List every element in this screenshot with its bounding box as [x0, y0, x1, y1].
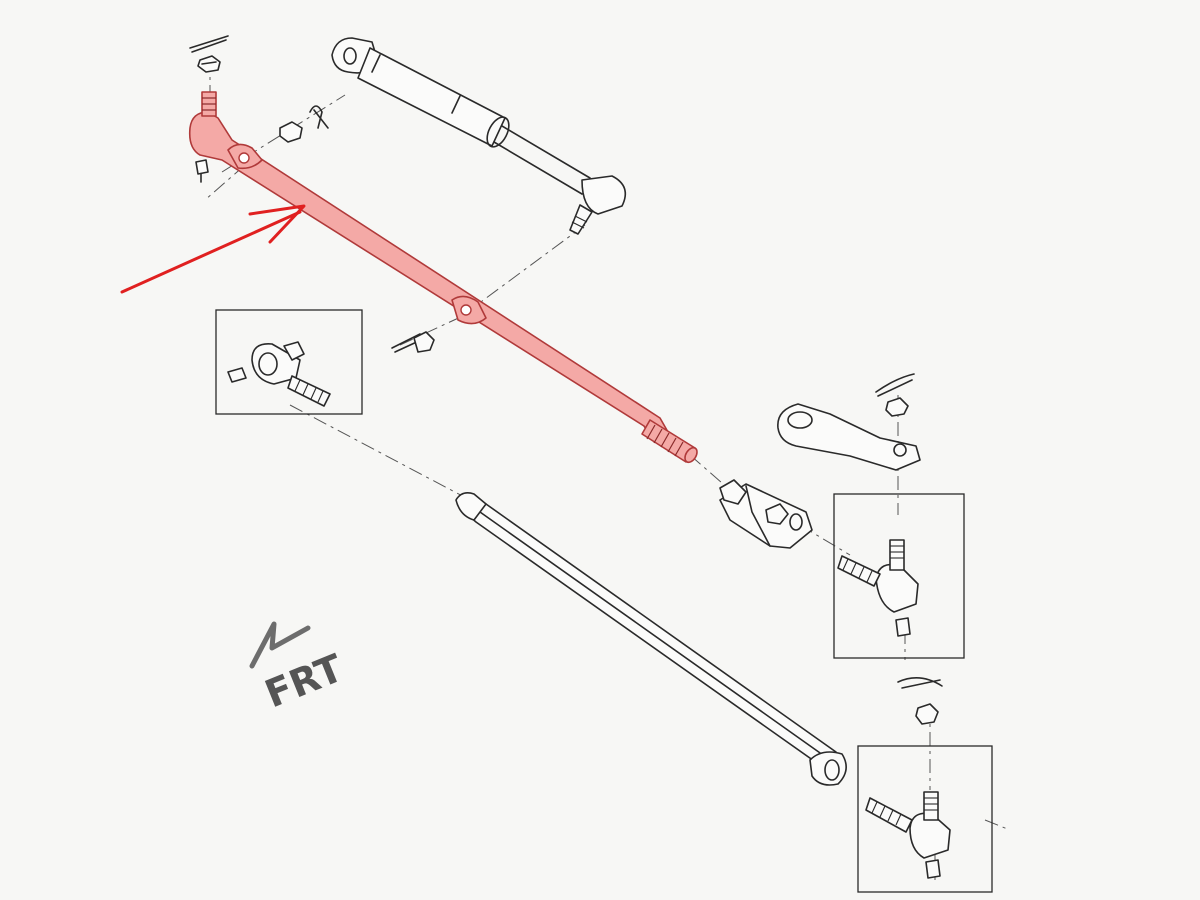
direction-arrow-icon: [249, 621, 311, 669]
pitman-arm: [777, 403, 921, 471]
tie-rod: [188, 91, 698, 464]
tie-rod-stud: [201, 91, 217, 117]
front-direction-marker: FRT: [249, 621, 349, 717]
front-direction-label: FRT: [259, 646, 349, 717]
tie-rod-end-right-upper: [833, 493, 965, 659]
tie-rod-end-left: [215, 309, 363, 415]
steering-damper: [331, 37, 627, 235]
tie-rod-end-right-lower: [857, 745, 993, 893]
highlight-arrow: [120, 204, 306, 294]
drag-link: [455, 492, 847, 786]
hardware: [189, 35, 943, 725]
adjusting-sleeve: [719, 479, 813, 549]
tie-rod-threaded-end: [641, 419, 698, 464]
